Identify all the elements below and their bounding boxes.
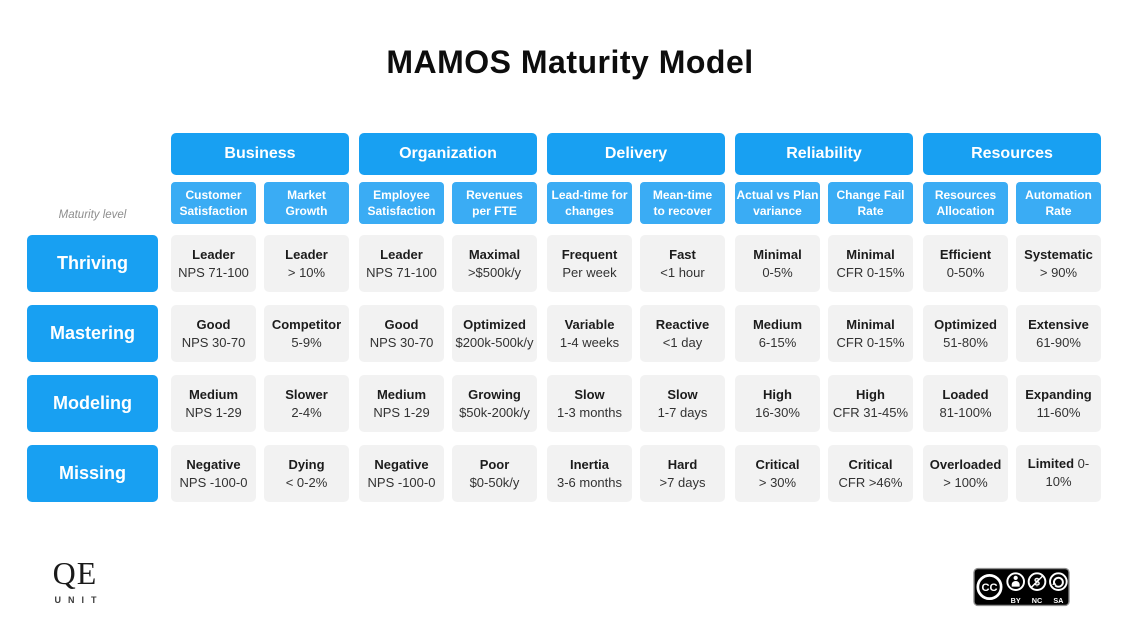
level-label-thriving: Thriving (27, 235, 158, 292)
level-label-mastering: Mastering (27, 305, 158, 362)
matrix-cell: Systematic> 90% (1016, 235, 1101, 292)
qe-unit-logo: QE UNIT (40, 555, 110, 605)
level-label-modeling: Modeling (27, 375, 158, 432)
matrix-cell: Overloaded> 100% (923, 445, 1008, 502)
sa-sharealike-icon (1049, 572, 1068, 591)
matrix-cell: Limited 0-10% (1016, 445, 1101, 502)
category-header-row: Business Organization Delivery Reliabili… (27, 133, 1101, 175)
category-header-business: Business (171, 133, 349, 175)
matrix-cell: Maximal>$500k/y (452, 235, 537, 292)
maturity-axis-label: Maturity level (58, 209, 127, 221)
matrix-cell: Poor$0-50k/y (452, 445, 537, 502)
category-header-resources: Resources (923, 133, 1101, 175)
matrix-cell: Dying< 0-2% (264, 445, 349, 502)
svg-text:CC: CC (981, 582, 997, 594)
sa-label: SA (1053, 596, 1064, 605)
matrix-cell: Optimized$200k-500k/y (452, 305, 537, 362)
level-label-missing: Missing (27, 445, 158, 502)
qe-logo-subtext: UNIT (54, 594, 104, 605)
matrix-cell: Leader> 10% (264, 235, 349, 292)
matrix-cell: Hard>7 days (640, 445, 725, 502)
nc-label: NC (1032, 596, 1043, 605)
cc-icon: CC (976, 574, 1003, 600)
category-header-delivery: Delivery (547, 133, 725, 175)
matrix-cell: Critical> 30% (735, 445, 820, 502)
nc-noncommercial-icon: $ (1027, 572, 1047, 591)
qe-logo-text: QE (52, 555, 98, 591)
by-attribution-icon (1006, 572, 1025, 591)
category-header-organization: Organization (359, 133, 537, 175)
maturity-matrix: Business Organization Delivery Reliabili… (27, 133, 1101, 515)
page-title: MAMOS Maturity Model (386, 44, 754, 80)
matrix-cell: Growing$50k-200k/y (452, 375, 537, 432)
cc-by-nc-sa-license-badge: CC $ BY NC SA (973, 567, 1070, 607)
label-spacer (27, 133, 158, 175)
matrix-cell: Reactive<1 day (640, 305, 725, 362)
matrix-cell: Fast<1 hour (640, 235, 725, 292)
by-label: BY (1011, 596, 1021, 605)
category-header-reliability: Reliability (735, 133, 913, 175)
